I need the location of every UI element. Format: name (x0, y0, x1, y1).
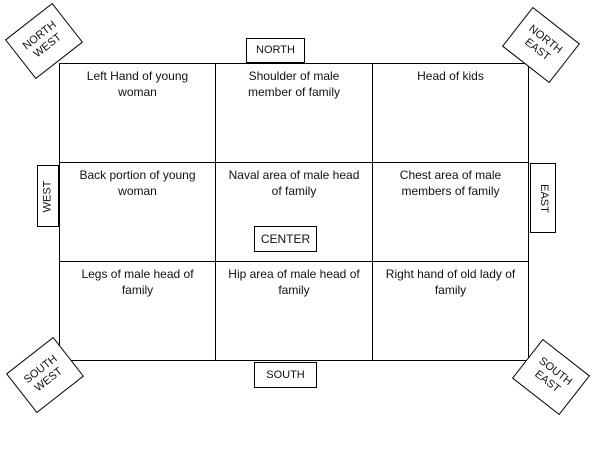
west-label: WEST (41, 180, 54, 212)
west-label-box: WEST (37, 165, 59, 227)
south-west-label: SOUTH WEST (21, 352, 65, 395)
grid-cell-south-east: Right hand of old lady of family (373, 262, 528, 360)
east-label-box: EAST (530, 163, 556, 233)
grid-cell-text: Shoulder of male member of family (247, 69, 341, 99)
south-label: SOUTH (254, 362, 317, 388)
grid-cell-south: Hip area of male head of family (216, 262, 373, 360)
grid-cell-text: Head of kids (417, 69, 484, 83)
grid-cell-text: Back portion of young woman (79, 168, 196, 198)
center-label: CENTER (254, 226, 317, 252)
grid-cell-west: Back portion of young woman (60, 163, 216, 262)
east-label: EAST (537, 183, 550, 213)
grid-cell-north: Shoulder of male member of family (216, 64, 373, 163)
grid-cell-south-west: Legs of male head of family (60, 262, 216, 360)
north-label: NORTH (246, 38, 305, 63)
grid-cell-east: Chest area of male members of family (373, 163, 528, 262)
grid-cell-text: Chest area of male members of family (399, 168, 502, 198)
grid-cell-text: Legs of male head of family (81, 267, 194, 297)
grid-cell-text: Right hand of old lady of family (385, 267, 516, 297)
grid-cell-text: Naval area of male head of family (228, 168, 360, 198)
grid-cell-text: Hip area of male head of family (228, 267, 360, 297)
north-west-label: NORTH WEST (20, 18, 64, 61)
grid-cell-center: Naval area of male head of family (216, 163, 373, 262)
grid-cell-text: Left Hand of young woman (86, 69, 189, 99)
grid-cell-north-west: Left Hand of young woman (60, 64, 216, 163)
grid-cell-north-east: Head of kids (373, 64, 528, 163)
north-east-label: NORTH EAST (522, 22, 565, 64)
vastu-grid: Left Hand of young woman Shoulder of mal… (59, 63, 529, 361)
south-east-label: SOUTH EAST (532, 354, 575, 396)
